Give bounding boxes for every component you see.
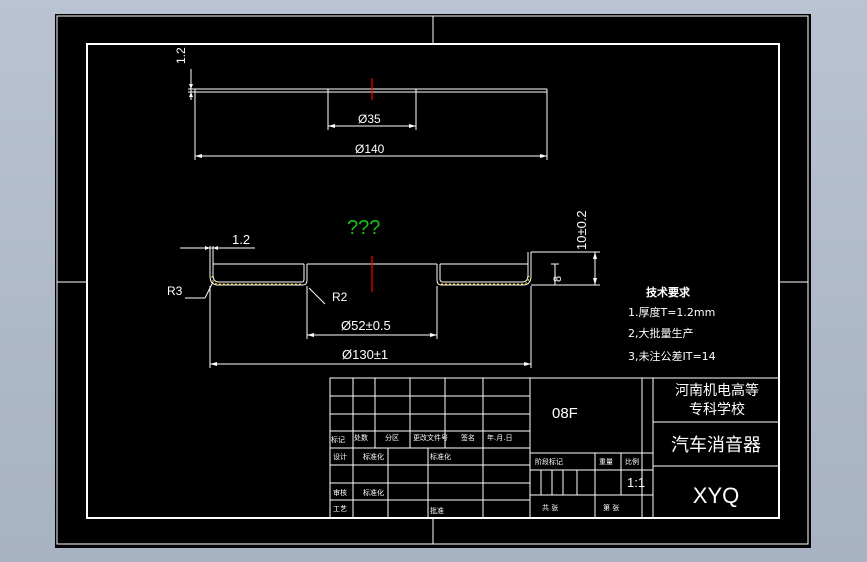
top-inner-dia-label: Ø35: [358, 112, 381, 126]
tb-label-mark: 标记: [331, 435, 345, 444]
title-block: [329, 377, 780, 519]
tech-req-line-2: 2,大批量生产: [628, 326, 694, 340]
tb-label-sheets-total: 共 张: [542, 503, 558, 512]
tb-label-standardize-2: 标准化: [363, 488, 384, 497]
tb-label-standardize-left: 标准化: [363, 452, 384, 461]
bottom-outer-dia-label: Ø130±1: [342, 347, 388, 362]
depth-label: 8: [552, 276, 564, 282]
drawing-sheet: 1.2 Ø35 Ø140 ???: [55, 14, 811, 548]
school-name-line-1: 河南机电高等: [675, 382, 759, 399]
tb-label-sheet-no: 第 张: [603, 503, 619, 512]
bottom-thickness-label: 1.2: [232, 232, 250, 247]
tb-label-approve: 批准: [430, 506, 444, 515]
tb-label-checker: 审核: [333, 488, 347, 497]
part-name: 汽车消音器: [671, 435, 761, 456]
tb-label-process: 工艺: [333, 505, 347, 513]
drawing-code: XYQ: [693, 483, 739, 508]
tech-req-line-3: 3,未注公差IT=14: [628, 349, 716, 363]
height-tolerance-label: 10±0.2: [574, 210, 589, 250]
scale-value: 1:1: [627, 475, 645, 490]
bottom-inner-dia-label: Ø52±0.5: [341, 318, 391, 333]
bottom-part-view: [180, 246, 600, 368]
tech-req-title: 技术要求: [646, 285, 691, 299]
r3-label: R3: [167, 284, 183, 298]
school-name-line-2: 专科学校: [689, 401, 745, 418]
tb-label-zone: 分区: [385, 433, 399, 442]
material-code: 08F: [552, 405, 578, 422]
tech-req-line-1: 1.厚度T=1.2mm: [628, 305, 715, 319]
top-outer-dia-label: Ø140: [355, 142, 385, 156]
top-thickness-label: 1.2: [174, 47, 188, 64]
top-part-view: [188, 69, 548, 160]
tb-label-stage: 阶段标记: [535, 457, 563, 466]
tb-label-designer: 设计: [333, 452, 347, 461]
tb-label-standardize: 标准化: [430, 452, 451, 461]
drawing-canvas: 1.2 Ø35 Ø140 ???: [56, 15, 809, 545]
tb-label-signature: 签名: [461, 433, 475, 442]
r2-label: R2: [332, 290, 348, 304]
tb-label-change-doc: 更改文件号: [413, 433, 448, 442]
tb-label-date: 年.月.日: [487, 433, 512, 442]
unknown-annotation: ???: [347, 217, 380, 239]
tb-label-weight: 重量: [599, 458, 613, 466]
tb-label-count: 处数: [354, 433, 368, 442]
tb-label-scale: 比例: [625, 457, 639, 466]
